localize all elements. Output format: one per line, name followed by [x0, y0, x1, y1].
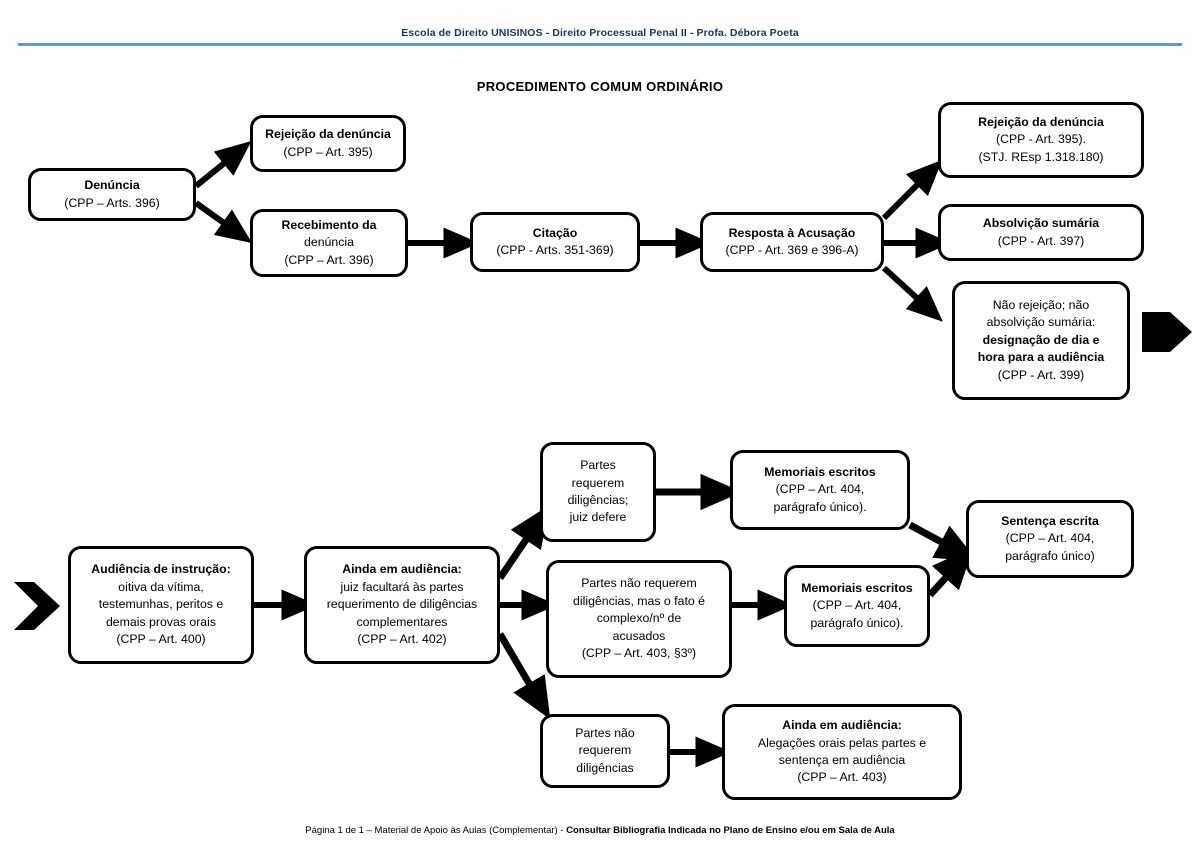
node-line: requerimento de diligências	[326, 597, 478, 612]
footer-bold: Consultar Bibliografia Indicada no Plano…	[566, 825, 895, 836]
node-line: (CPP – Art. 395)	[283, 144, 373, 159]
node-partes-nao-requerem-diligencias[interactable]: Partes não requerem diligências	[540, 714, 670, 788]
node-line: Absolvição sumária	[982, 216, 1100, 231]
node-recebimento-denuncia[interactable]: Recebimento da denúncia (CPP – Art. 396)	[250, 209, 408, 277]
node-line: requerem	[571, 475, 625, 490]
node-line: Audiência de instrução:	[91, 562, 231, 577]
node-line: (CPP - Art. 399)	[997, 367, 1085, 382]
node-line: Recebimento da	[281, 217, 377, 232]
node-denuncia[interactable]: Denúncia (CPP – Arts. 396)	[28, 168, 196, 221]
node-ainda-em-audiencia-402[interactable]: Ainda em audiência: juiz facultará às pa…	[304, 546, 500, 664]
node-line: absolvição sumária:	[986, 315, 1096, 330]
node-line: Ainda em audiência:	[782, 718, 902, 733]
node-audiencia-instrucao[interactable]: Audiência de instrução: oitiva da vítima…	[68, 546, 254, 664]
node-line: requerem	[578, 743, 632, 758]
node-ainda-em-audiencia-403[interactable]: Ainda em audiência: Alegações orais pela…	[722, 704, 962, 800]
node-line: parágrafo único).	[773, 499, 867, 514]
node-partes-nao-requerem-complexo[interactable]: Partes não requerem diligências, mas o f…	[546, 560, 732, 678]
node-line: parágrafo único).	[810, 615, 904, 630]
node-absolvicao-sumaria[interactable]: Absolvição sumária (CPP - Art. 397)	[938, 204, 1144, 261]
node-line: diligências	[576, 760, 634, 775]
node-line: acusados	[612, 628, 666, 643]
node-line: diligências;	[567, 493, 629, 507]
page-header: Escola de Direito UNISINOS - Direito Pro…	[401, 27, 799, 39]
node-line: Denúncia	[84, 178, 140, 193]
page-footer: Página 1 de 1 – Material de Apoio às Aul…	[0, 825, 1200, 836]
node-line: (CPP - Art. 397)	[997, 233, 1085, 248]
node-line: Memoriais escritos	[764, 464, 876, 479]
node-line: Sentença escrita	[1001, 513, 1099, 528]
node-line: Partes não requerem	[581, 576, 697, 591]
node-sentenca-escrita[interactable]: Sentença escrita (CPP – Art. 404, parágr…	[966, 500, 1134, 578]
node-line: hora para a audiência	[977, 350, 1105, 365]
node-line: juiz defere	[569, 510, 627, 525]
node-line: oitiva da vítima,	[118, 579, 204, 594]
connector-layer-bottom	[254, 473, 978, 768]
node-line: (CPP – Art. 403)	[797, 770, 887, 785]
node-line: (CPP - Art. 395).	[996, 132, 1086, 147]
node-line: denúncia	[304, 235, 354, 250]
node-line: diligências, mas o fato é	[573, 593, 705, 608]
node-line: Alegações orais pelas partes e	[757, 735, 927, 750]
flow-continue-right-arrow	[1142, 312, 1192, 352]
node-memoriais-escritos-1[interactable]: Memoriais escritos (CPP – Art. 404, pará…	[730, 450, 910, 530]
page-title: PROCEDIMENTO COMUM ORDINÁRIO	[476, 79, 724, 94]
node-line: testemunhas, peritos e	[98, 597, 224, 612]
node-line: Rejeição da denúncia	[978, 114, 1104, 129]
node-line: sentença em audiência	[778, 753, 906, 767]
footer-prefix: Página 1 de 1 – Material de Apoio às Aul…	[305, 825, 567, 836]
node-line: (CPP – Art. 404,	[775, 482, 865, 497]
node-line: (CPP - Art. 369 e 396-A)	[725, 243, 859, 257]
node-line: juiz facultará às partes	[340, 579, 464, 594]
node-line: (CPP - Arts. 351-369)	[496, 243, 614, 257]
node-line: parágrafo único)	[1005, 548, 1095, 563]
node-line: Não rejeição; não	[992, 297, 1090, 312]
node-line: (CPP – Art. 400)	[116, 632, 206, 647]
node-resposta-acusacao[interactable]: Resposta à Acusação (CPP - Art. 369 e 39…	[700, 212, 884, 272]
node-rejeicao-denuncia-stj[interactable]: Rejeição da denúncia (CPP - Art. 395). (…	[938, 102, 1144, 178]
node-partes-requerem-diligencias[interactable]: Partes requerem diligências; juiz defere	[540, 442, 656, 542]
node-memoriais-escritos-2[interactable]: Memoriais escritos (CPP – Art. 404, pará…	[784, 565, 930, 647]
node-line: complexo/nº de	[596, 611, 682, 626]
node-line: (CPP – Art. 402)	[357, 632, 447, 647]
node-line: (CPP – Art. 396)	[284, 252, 374, 267]
node-line: (CPP – Art. 404,	[812, 598, 902, 613]
node-line: Ainda em audiência:	[342, 562, 462, 577]
node-line: designação de dia e	[982, 332, 1100, 347]
node-rejeicao-denuncia-395[interactable]: Rejeição da denúncia (CPP – Art. 395)	[250, 115, 406, 172]
node-line: Citação	[532, 225, 578, 240]
flow-continue-left-chevron	[14, 582, 60, 630]
node-line: Rejeição da denúncia	[265, 127, 391, 142]
node-line: (CPP – Art. 404,	[1005, 531, 1095, 546]
connector-layer-top	[194, 141, 952, 322]
node-line: complementares	[356, 614, 448, 629]
node-line: (CPP – Art. 403, §3º)	[581, 646, 697, 661]
node-line: Partes	[580, 458, 616, 473]
node-line: Memoriais escritos	[801, 580, 913, 595]
node-nao-rejeicao-designacao[interactable]: Não rejeição; não absolvição sumária: de…	[952, 281, 1130, 400]
node-line: (STJ. REsp 1.318.180)	[978, 149, 1104, 164]
node-line: (CPP – Arts. 396)	[64, 195, 160, 210]
node-citacao[interactable]: Citação (CPP - Arts. 351-369)	[470, 212, 640, 272]
header-divider	[18, 43, 1182, 46]
node-line: Resposta à Acusação	[728, 225, 856, 240]
node-line: Partes não	[575, 725, 635, 740]
node-line: demais provas orais	[105, 614, 217, 629]
